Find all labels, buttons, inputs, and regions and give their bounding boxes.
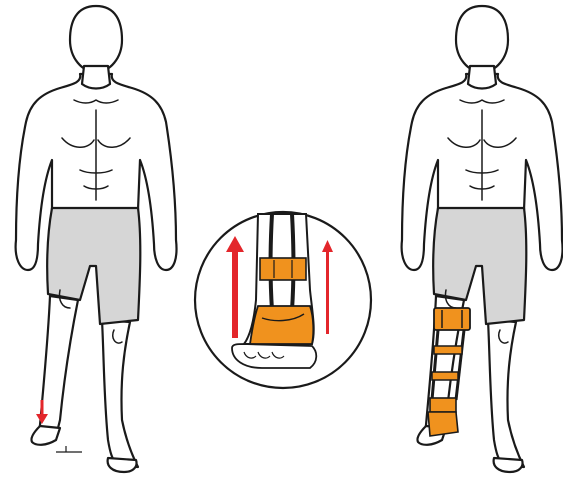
knee-ankle-brace [428, 308, 470, 436]
left-figure [16, 6, 177, 472]
ankle-closeup [195, 212, 371, 388]
right-figure [402, 6, 563, 472]
toe-clearance-marker [56, 446, 82, 452]
